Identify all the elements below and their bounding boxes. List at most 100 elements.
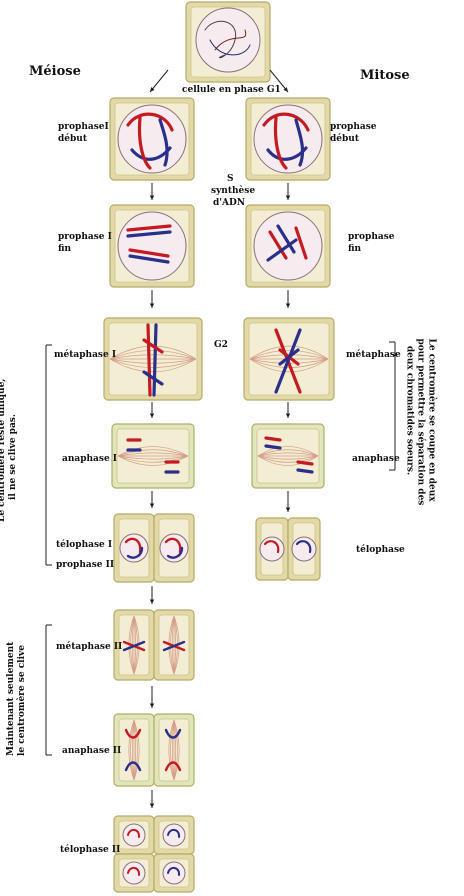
x-a-spindle-fiber: [257, 455, 319, 466]
m-t2-nucleus-3: [122, 861, 146, 885]
m-t2-nucleus-2: [162, 823, 186, 847]
m-a2-spindle-left-fiber: [131, 719, 135, 781]
arrow-m-6-head: [149, 703, 155, 708]
m-t1-chrom-3: [164, 537, 182, 554]
m-a2-spindle-right-fiber: [173, 719, 180, 781]
m-m1-spindle-fiber: [109, 350, 197, 360]
label-telophase1: télophase I: [56, 540, 113, 550]
phase-s-line3: d'ADN: [213, 198, 246, 208]
note-mitose-line3: deux chromatides soeurs.: [404, 345, 415, 476]
m-a2-spindle-left-fiber: [130, 719, 135, 781]
label-mitose-prophase-fin-b: fin: [348, 244, 362, 254]
label-anaphase2: anaphase II: [62, 746, 122, 756]
label-telophase2: télophase II: [60, 845, 121, 855]
x-pd-chrom-1: [262, 112, 310, 132]
note-meiose2-line2: le centromère se clive: [17, 645, 27, 756]
x-a-chrom-4: [296, 468, 314, 474]
m-m1-chrom-1: [146, 323, 152, 397]
m-a2-spindle-right-fiber: [173, 719, 177, 781]
x-t-chrom-2: [295, 540, 312, 554]
m-m1-chrom-2: [152, 323, 158, 397]
meiose-title: Méiose: [29, 64, 81, 79]
m-m1-spindle-fiber: [109, 358, 197, 368]
m-m1-spindle-fiber: [109, 358, 197, 373]
x-pf-chrom-2: [276, 224, 296, 254]
x-t-chrom-1: [263, 540, 280, 554]
x-pd-chrom-3: [273, 116, 288, 170]
note-mitose-line1: Le centromère se coupe en deux: [426, 338, 437, 502]
arrow-g1-mitose: [269, 69, 289, 93]
label-mitose-prophase-debut-b: début: [330, 134, 360, 144]
arrow-m-2-head: [149, 303, 155, 308]
x-pf-chrom-3: [294, 226, 308, 260]
label-metaphase2: métaphase II: [56, 642, 123, 652]
m-p1d-chrom-3: [137, 116, 152, 170]
m-t2-chrom-1: [127, 829, 141, 838]
x-a-chrom-2: [264, 444, 282, 450]
x-m-spindle-fiber: [249, 358, 329, 373]
mitose-prophase-debut-nucleus: [253, 104, 323, 174]
m-a2-chrom-1: [124, 728, 142, 739]
note-mitose: Le centromère se coupe en deux pour perm…: [404, 338, 437, 506]
m-t1-chrom-4: [166, 546, 184, 559]
g1-cell-label: cellule en phase G1: [182, 85, 281, 95]
m-m2-chrom-2: [122, 640, 146, 652]
mitose-title: Mitose: [360, 68, 410, 83]
label-prophase1-fin: prophase I: [58, 232, 112, 242]
arrow-g1-meiose-head: [150, 87, 155, 92]
m-m2-chrom-4: [162, 640, 186, 652]
x-m-chrom-2: [274, 328, 302, 394]
g1-chromatin-red: [214, 29, 247, 51]
x-pf-chrom-4: [266, 238, 298, 262]
note-meiose1-line2: il ne se clive pas.: [8, 413, 18, 501]
m-t2-chrom-2: [167, 829, 181, 838]
x-a-spindle-fiber: [257, 455, 319, 460]
m-a1-spindle-fiber: [117, 449, 189, 457]
m-t2-nucleus-1: [122, 823, 146, 847]
note-mitose-line2: pour permettre la séparation des: [415, 338, 426, 506]
m-a1-spindle-fiber: [117, 455, 189, 460]
x-m-spindle-fiber: [249, 350, 329, 360]
m-a1-spindle-fiber: [117, 455, 189, 466]
arrow-m-7-head: [149, 803, 155, 808]
m-a2-spindle-right-fiber: [170, 719, 175, 781]
m-m1-spindle-fiber: [109, 354, 197, 360]
m-a2-chrom-4: [164, 761, 182, 772]
x-a-spindle-fiber: [257, 446, 319, 457]
m-m1-chrom-4: [142, 370, 164, 386]
m-a2-spindle-right-fiber: [173, 719, 178, 781]
m-a2-chrom-2: [124, 761, 142, 772]
m-t2-chrom-4: [167, 867, 181, 876]
m-t2-nucleus-4: [162, 861, 186, 885]
meiose-prophase1-fin-nucleus: [117, 211, 187, 281]
m-p1f-chrom-4: [128, 254, 170, 264]
m-p1f-chrom-3: [128, 248, 170, 258]
label-mitose-metaphase: métaphase: [346, 350, 401, 360]
arrow-m-5-head: [149, 599, 155, 604]
m-a2-chrom-3: [164, 728, 182, 739]
label-prophase1-debut-b: début: [58, 134, 88, 144]
m-p1d-chrom-1: [126, 112, 174, 132]
m-a2-spindle-left-fiber: [133, 719, 137, 781]
phase-s-label: S: [227, 174, 234, 184]
arrow-x-4-head: [285, 507, 291, 512]
m-t1-chrom-1: [124, 537, 142, 554]
x-a-spindle-fiber: [257, 449, 319, 457]
x-a-spindle-fiber: [257, 452, 319, 457]
m-m1-chrom-3: [142, 338, 164, 354]
m-a2-spindle-right-fiber: [171, 719, 175, 781]
label-mitose-prophase-fin: prophase: [348, 232, 395, 242]
m-p1d-chrom-4: [158, 118, 169, 167]
arrow-g1-meiose: [149, 69, 169, 93]
m-a2-spindle-left-fiber: [133, 719, 140, 781]
arrow-x-3-head: [285, 413, 291, 418]
arrow-g1-mitose-head: [283, 87, 288, 92]
label-prophase1-fin-b: fin: [58, 244, 72, 254]
x-m-chrom-4: [278, 348, 300, 366]
phase-s-line2: synthèse: [211, 186, 256, 196]
arrow-x-2-head: [285, 303, 291, 308]
label-prophase2: prophase II: [56, 560, 115, 570]
note-meiose2-line1: Maintenant seulement: [6, 641, 16, 756]
note-meiose2: Maintenant seulement le centromère se cl…: [6, 641, 28, 756]
